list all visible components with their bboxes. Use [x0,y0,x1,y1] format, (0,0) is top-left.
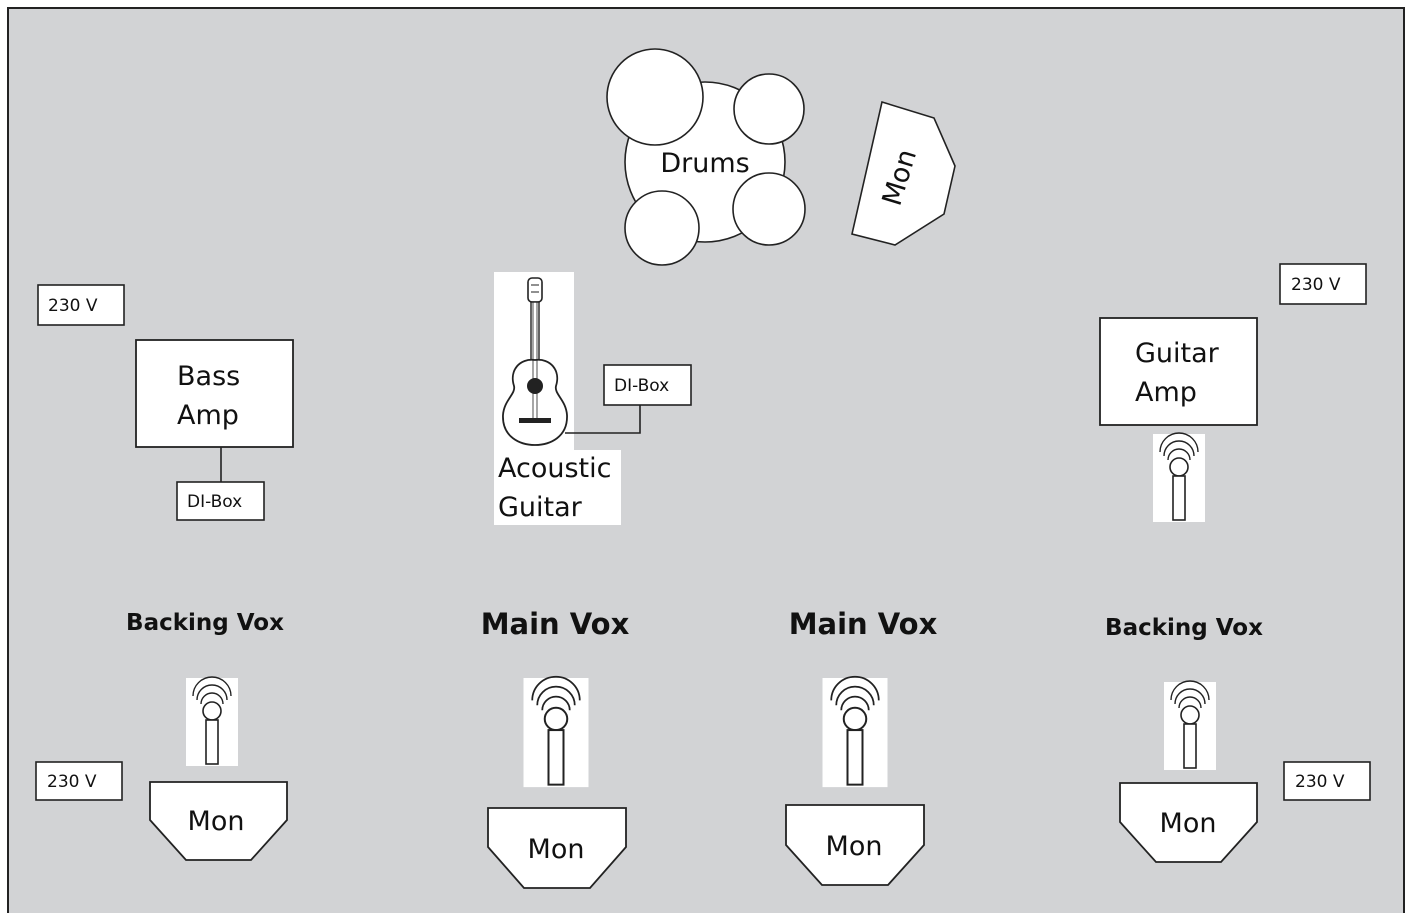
power-label: 230 V [1291,275,1341,295]
power-outlet-left-bottom: 230 V [35,761,123,801]
monitor-label: Mon [528,834,585,865]
guitar-amp-microphone-icon [1152,432,1206,523]
power-label: 230 V [1295,772,1345,792]
power-outlet-right-top: 230 V [1279,263,1367,305]
power-label: 230 V [48,296,98,316]
microphone-icon [185,676,239,767]
drum-kit: Drums [606,48,806,266]
bass-di-label: DI-Box [187,492,242,512]
microphone-icon [821,675,889,789]
floor-monitor-3: Mon [785,804,925,886]
bass-di-box: DI-Box [176,481,265,521]
acoustic-guitar-label-panel [494,450,621,525]
floor-monitor-1: Mon [149,781,288,861]
drum-monitor: Mon [851,100,956,246]
microphone-icon [1163,680,1217,771]
bass-amp: Bass Amp [135,339,294,448]
vox-label-4: Backing Vox [1105,615,1263,641]
power-label: 230 V [47,772,97,792]
vox-label-3: Main Vox [789,607,938,641]
monitor-label: Mon [826,831,883,862]
power-outlet-left-top: 230 V [37,284,125,326]
acoustic-di-cable [565,405,641,434]
tom-bottom-right [732,172,806,246]
acoustic-guitar-line1: Acoustic [498,453,611,484]
bass-amp-line2: Amp [177,400,239,431]
floor-monitor-4: Mon [1119,782,1258,863]
drums-label: Drums [660,148,749,179]
acoustic-di-box: DI-Box [603,364,692,406]
microphone-icon [522,675,590,789]
guitar-amp: Guitar Amp [1099,317,1258,426]
acoustic-guitar-icon [502,277,568,446]
guitar-amp-line1: Guitar [1135,338,1220,369]
acoustic-guitar: Acoustic Guitar [494,272,621,525]
monitor-label: Mon [188,806,245,837]
monitor-label: Mon [1160,808,1217,839]
tom-top-right [733,73,805,145]
acoustic-guitar-line2: Guitar [498,492,583,523]
bass-amp-line1: Bass [177,361,240,392]
drum-monitor-wedge [851,100,956,246]
floor-monitor-2: Mon [487,807,627,889]
tom-top-left [606,48,704,146]
tom-bottom-left [624,190,700,266]
acoustic-di-label: DI-Box [614,376,669,396]
guitar-amp-line2: Amp [1135,377,1197,408]
vox-label-1: Backing Vox [126,610,284,636]
power-outlet-right-bottom: 230 V [1283,761,1371,801]
vox-label-2: Main Vox [481,607,630,641]
